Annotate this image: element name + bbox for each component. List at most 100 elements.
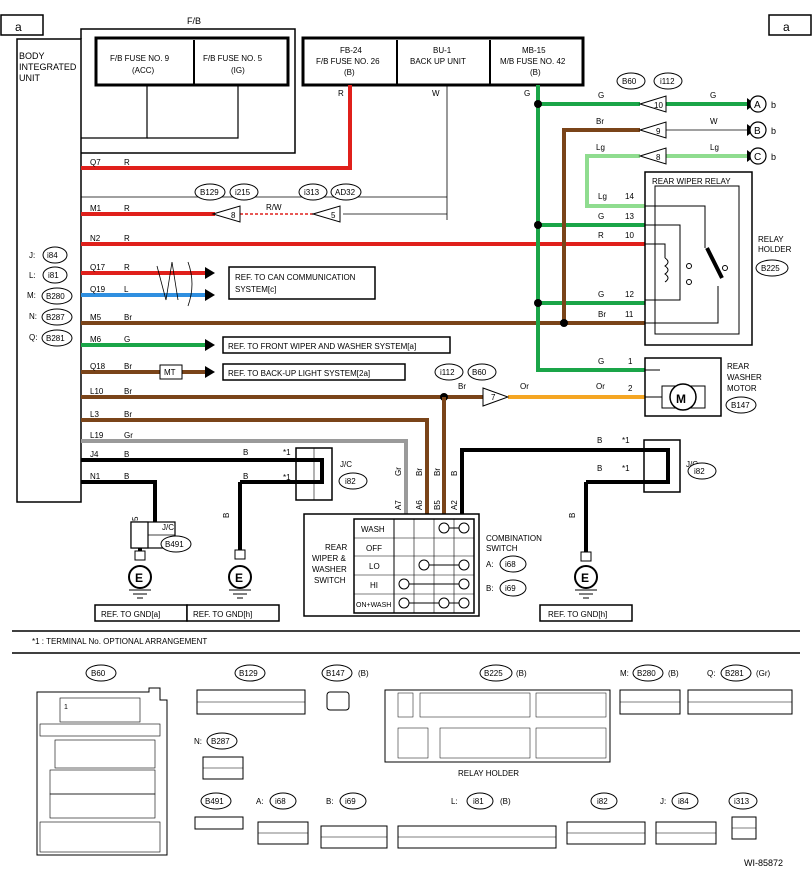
ref-m: B280 [46,292,65,301]
fb-fuse-box [94,36,290,87]
m1-pin-5: 5 [331,211,336,220]
m1-pin-8: 8 [231,211,236,220]
col-m1: R [124,204,130,213]
rws-l3: WASHER [312,565,347,574]
fb-label: F/B [187,16,201,26]
body-integrated-unit [16,38,82,503]
mb15-fuse: M/B FUSE NO. 42 [500,57,566,66]
ref-front-wiper-box [222,336,451,354]
footnote: *1 : TERMINAL No. OPTIONAL ARRANGEMENT [32,637,207,646]
combo-a: A: [486,560,494,569]
lg-label-8r: Lg [710,143,719,152]
motor-or-label: Or [596,382,605,391]
ref-j: i84 [47,251,58,260]
col-q7: R [124,158,130,167]
body-pin-labels: Q7 R M1 R N2 R Q17 R Q19 L M5 Br M6 G Q1… [90,158,133,481]
letter-j: J: [29,251,35,260]
b60-row1: 1 [64,704,68,711]
right-b-label: B [568,513,577,518]
page-ref-left: a [15,20,22,34]
bc-i81: i81 [473,797,484,806]
arrow-a-suffix: b [771,100,776,110]
m1-ref-b129: B129 [200,188,219,197]
page-ref-right: a [783,20,790,34]
rws-l2: WIPER & [312,554,346,563]
g-label-10r: G [710,91,716,100]
ground-e-3: E [581,571,589,585]
bc-i69-pfx: B: [326,797,334,806]
combo-b: B: [486,584,494,593]
combo-ref-a: i68 [505,560,516,569]
sw-row-onwash: ON+WASH [356,602,391,609]
ref-n: B287 [46,313,65,322]
bc-b280: B280 [637,669,656,678]
wire-lg [585,154,645,208]
wire-w-label: W [432,89,440,98]
bu1-sub: BACK UP UNIT [410,57,466,66]
jc-right-ref: i82 [694,467,705,476]
body-unit-line3: UNIT [19,73,40,83]
relay-lg: Lg [598,192,607,201]
col-j4: B [124,450,129,459]
col-l10: Br [124,387,132,396]
jc-right-label: J/C [686,460,698,469]
pin-9: 9 [656,127,661,136]
relay-pin-14: 14 [625,192,634,201]
page-ref-right-box [768,14,812,36]
br-label-9: Br [596,117,604,126]
pin-a6: A6 [415,500,424,510]
g-label-10l: G [598,91,604,100]
wire-n1 [81,480,157,522]
ref-l: i81 [48,271,59,280]
ground-e-1: E [135,571,143,585]
col-n1: B [124,472,129,481]
jc-mid-label: J/C [340,460,352,469]
bc-i68: i68 [275,797,286,806]
bc-b280-pfx: M: [620,669,629,678]
m1-ref-i215: i215 [235,188,251,197]
pin-q18: Q18 [90,362,106,371]
pin-m5: M5 [90,313,102,322]
wire-r-label: R [338,89,344,98]
fb-fuse5-sub: (IG) [231,66,245,75]
motor-l1: REAR [727,362,749,371]
motor-symbol: M [676,392,686,406]
body-unit-line1: BODY [19,51,45,61]
ground-e-2: E [235,571,243,585]
body-unit-line2: INTEGRATED [19,62,77,72]
wire-l3 [81,418,429,516]
rws-l1: REAR [325,543,347,552]
gr-label: Gr [394,467,403,476]
col-q17: R [124,263,130,272]
bc-b287-pfx: N: [194,737,202,746]
wire-g-main [536,85,645,372]
ref-q: B281 [46,334,65,343]
fb24-sub: (B) [344,68,355,77]
ref-gnd-h2: REF. TO GND[h] [548,610,607,619]
rws-l4: SWITCH [314,576,346,585]
ref-b60: B60 [622,77,637,86]
ref-can-line1: REF. TO CAN COMMUNICATION [235,273,356,282]
sw-row-lo: LO [369,562,380,571]
fb-fuse9-sub: (ACC) [132,66,155,75]
br-label-a6: Br [415,468,424,476]
jc-left-ref: B491 [165,540,184,549]
pin-8: 8 [656,153,661,162]
bc-i313: i313 [734,797,750,806]
bc-b225-sfx: (B) [516,669,527,678]
col-q18: Br [124,362,132,371]
combo-l2: SWITCH [486,544,518,553]
g-label-top: G [524,89,530,98]
bc-b281: B281 [725,669,744,678]
jc-mid-ref: i82 [345,477,356,486]
doc-id: WI-85872 [744,858,783,868]
pin-j4: J4 [90,450,99,459]
motor-l3: MOTOR [727,384,757,393]
ref-can-line2: SYSTEM[c] [235,285,276,294]
fb-fuse9-label: F/B FUSE NO. 9 [110,54,170,63]
combo-l1: COMBINATION [486,534,542,543]
j4-b-label: B [243,448,248,457]
pin-a7: A7 [394,500,403,510]
a2-b2-label: B [597,464,602,473]
col-n2: R [124,234,130,243]
